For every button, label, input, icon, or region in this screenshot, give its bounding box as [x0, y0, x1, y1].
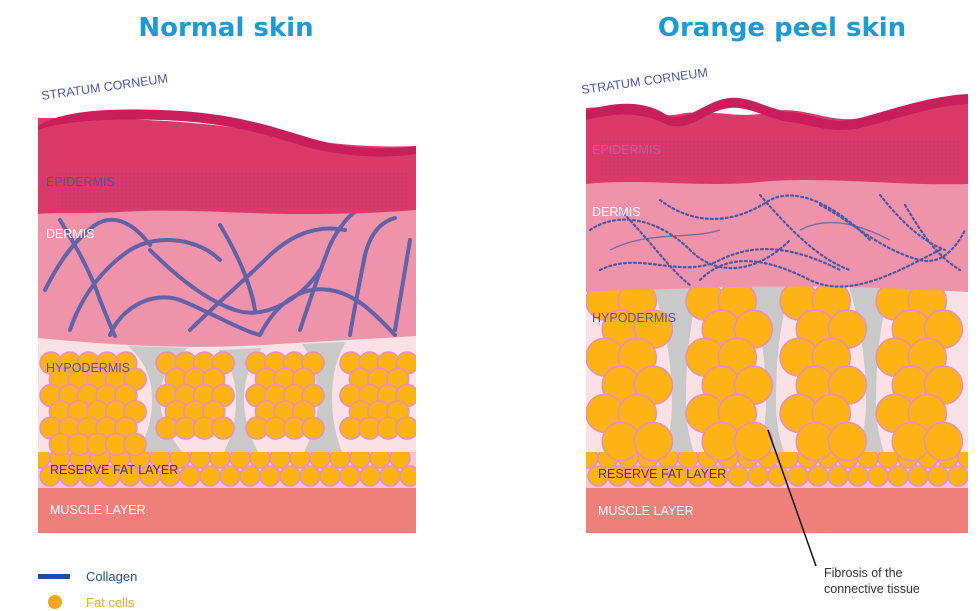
reserve-fat-cell: [200, 466, 220, 486]
reserve-fat-cell: [868, 466, 888, 486]
dermis-label-right: DERMIS: [592, 205, 641, 219]
fat-cell: [302, 417, 324, 439]
fat-cells-legend-label: Fat cells: [86, 595, 135, 610]
reserve-fat-cell: [828, 466, 848, 486]
reserve-fat-cell: [888, 466, 908, 486]
reserve-fat-cell: [240, 466, 260, 486]
reserve-fat-cell: [180, 466, 200, 486]
reserve-fat-cell: [948, 466, 968, 486]
reserve-fat-label-left: RESERVE FAT LAYER: [50, 463, 178, 477]
muscle-label-right: MUSCLE LAYER: [598, 504, 694, 518]
fat-cells-legend-swatch: [48, 595, 62, 609]
reserve-fat-cell: [788, 466, 808, 486]
reserve-fat-cell: [300, 466, 320, 486]
hypodermis-label-right: HYPODERMIS: [592, 311, 676, 325]
fat-cell: [828, 423, 866, 461]
fat-cell: [634, 423, 672, 461]
reserve-fat-cell: [320, 466, 340, 486]
dermis-label-left: DERMIS: [46, 227, 95, 241]
reserve-fat-cell: [220, 466, 240, 486]
reserve-fat-cell: [848, 466, 868, 486]
reserve-fat-cell: [908, 466, 928, 486]
fat-cell: [734, 423, 772, 461]
reserve-fat-cell: [808, 466, 828, 486]
reserve-fat-cell: [360, 466, 380, 486]
legend: Collagen Fat cells: [38, 569, 137, 610]
reserve-fat-cell: [340, 466, 360, 486]
stratum-corneum-label-right: STRATUM CORNEUM: [580, 65, 708, 97]
hypodermis-label-left: HYPODERMIS: [46, 361, 130, 375]
collagen-legend-swatch: [38, 574, 70, 579]
collagen-legend-label: Collagen: [86, 569, 137, 584]
muscle-label-left: MUSCLE LAYER: [50, 503, 146, 517]
fat-cell: [124, 433, 146, 455]
reserve-fat-cell: [728, 466, 748, 486]
fat-cell: [212, 417, 234, 439]
fibrosis-annotation-line2: connective tissue: [824, 582, 920, 596]
reserve-fat-cell: [400, 466, 420, 486]
fat-cell: [396, 417, 418, 439]
fibrosis-annotation-line1: Fibrosis of the: [824, 566, 903, 580]
reserve-fat-label-right: RESERVE FAT LAYER: [598, 467, 726, 481]
reserve-fat-cell: [380, 466, 400, 486]
epidermis-label-left: EPIDERMIS: [46, 175, 115, 189]
fat-cell: [924, 423, 962, 461]
reserve-fat-cell: [928, 466, 948, 486]
normal-skin-panel: Normal skin: [30, 13, 420, 533]
stratum-corneum-label-left: STRATUM CORNEUM: [40, 71, 168, 103]
reserve-fat-cell: [280, 466, 300, 486]
epidermis-label-right: EPIDERMIS: [592, 143, 661, 157]
reserve-fat-cell: [260, 466, 280, 486]
normal-skin-title: Normal skin: [138, 13, 313, 43]
reserve-fat-cell: [968, 466, 979, 486]
orange-peel-skin-title: Orange peel skin: [658, 13, 906, 43]
orange-peel-skin-panel: Orange peel skin: [578, 13, 979, 596]
reserve-fat-cell: [748, 466, 768, 486]
